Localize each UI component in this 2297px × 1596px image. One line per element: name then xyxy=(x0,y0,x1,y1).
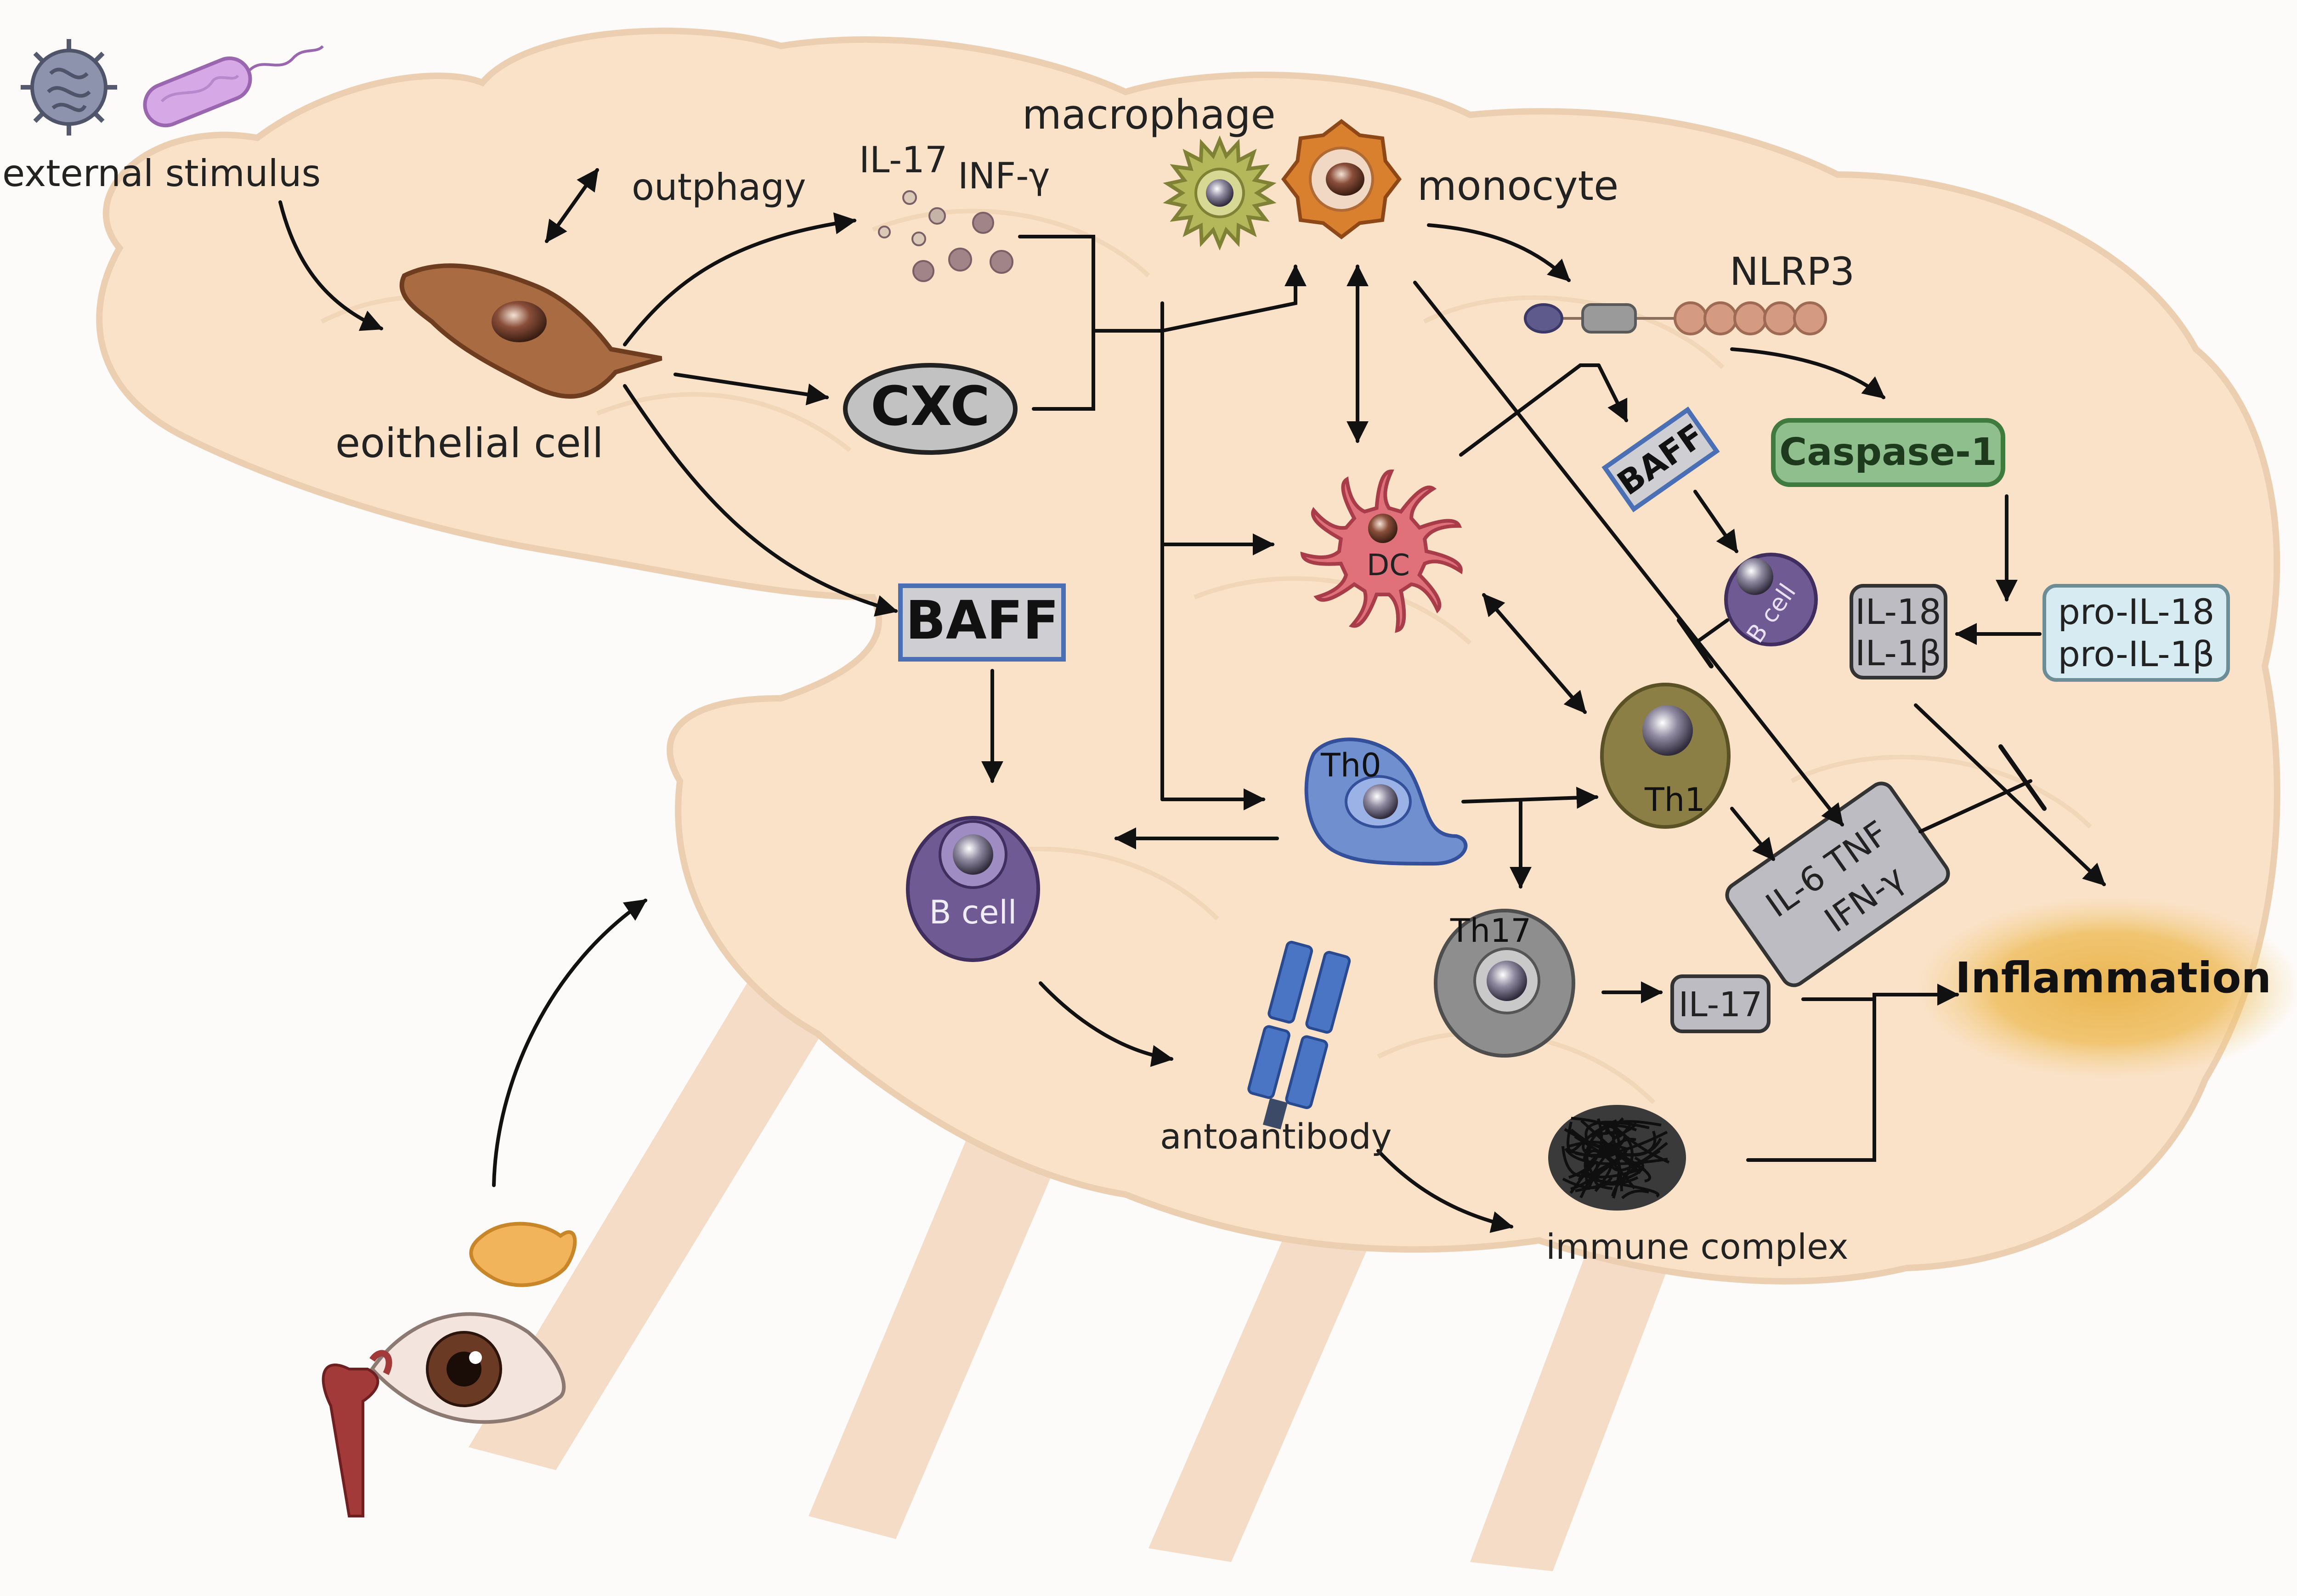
tangle-strand xyxy=(1584,1121,1650,1141)
b-cell-main-label: B cell xyxy=(929,894,1017,931)
gland-outline xyxy=(96,28,2280,1285)
tangle-strand xyxy=(1587,1164,1612,1192)
inflammation-glow xyxy=(1916,896,2297,1080)
cytokine-dots xyxy=(878,190,1013,282)
bacterium-icon xyxy=(143,45,324,128)
tangle-strand xyxy=(1594,1154,1628,1190)
tangle-strand xyxy=(1567,1141,1621,1199)
tangle-strand xyxy=(1621,1189,1649,1200)
immune-complex-icon xyxy=(1548,1105,1686,1211)
macrophage-label: macrophage xyxy=(1022,91,1276,138)
pro-il18-box xyxy=(2042,584,2230,682)
nlrp3-label: NLRP3 xyxy=(1730,249,1855,294)
il17-top-label: IL-17 xyxy=(859,140,948,181)
macrophage-icon xyxy=(1163,135,1277,251)
epithelial-cell-label: eoithelial cell xyxy=(335,419,604,467)
tangle-strand xyxy=(1568,1118,1603,1179)
th1-cell-icon xyxy=(1600,683,1731,829)
tangle-strand xyxy=(1570,1128,1617,1148)
il6-tnf-box xyxy=(1725,781,1950,987)
external-stimulus-label: external stimulus xyxy=(2,152,321,195)
baff-small-box xyxy=(1601,406,1720,513)
il18-label: IL-18 xyxy=(1855,591,1941,632)
nlrp3-icon xyxy=(1524,301,1827,335)
eye-icon xyxy=(322,1222,577,1517)
th1-label: Th1 xyxy=(1644,781,1705,819)
tangle-strand xyxy=(1617,1152,1651,1183)
monocyte-icon xyxy=(1281,119,1402,240)
cxc-label: CXC xyxy=(871,374,990,438)
epithelial-cell-icon xyxy=(399,263,662,399)
dendritic-cell-icon xyxy=(1300,470,1463,633)
th17-label: Th17 xyxy=(1450,912,1531,950)
il1b-label: IL-1β xyxy=(1855,633,1941,673)
monocyte-label: monocyte xyxy=(1417,162,1618,209)
th17-cell-icon xyxy=(1434,909,1575,1058)
tangle-strand xyxy=(1567,1121,1584,1152)
immune-complex-label: immune complex xyxy=(1546,1226,1849,1267)
il18-il1b-box xyxy=(1850,584,1947,679)
tangle-strand xyxy=(1583,1124,1637,1160)
il17-bottom-box xyxy=(1670,974,1771,1033)
caspase1-label: Caspase-1 xyxy=(1779,430,1997,474)
inflammation-label: Inflammation xyxy=(1955,953,2271,1002)
cxc-node xyxy=(843,363,1018,455)
caspase1-box xyxy=(1771,418,2005,487)
pro-il18-label: pro-IL-18 xyxy=(2058,591,2215,632)
virus-icon xyxy=(21,39,117,136)
il17-bottom-label: IL-17 xyxy=(1679,985,1763,1024)
baff-main-label: BAFF xyxy=(905,590,1059,651)
baff-main-box xyxy=(898,583,1066,662)
b-cell-small-icon xyxy=(1724,553,1818,646)
autoantibody-label: antoantibody xyxy=(1160,1116,1392,1157)
tangle-strand xyxy=(1605,1120,1662,1135)
b-cell-main-icon xyxy=(906,816,1040,962)
pro-il1b-label: pro-IL-1β xyxy=(2058,634,2215,674)
arrows xyxy=(278,168,2106,1233)
tangle-strand xyxy=(1600,1131,1657,1156)
outphagy-label: outphagy xyxy=(632,166,806,209)
th0-label: Th0 xyxy=(1320,747,1381,784)
text-labels: external stimulus outphagy IL-17 INF-γ m… xyxy=(2,91,2271,1267)
th0-cell-icon xyxy=(1304,737,1468,866)
dc-label: DC xyxy=(1367,549,1410,583)
autoantibody-icon xyxy=(1247,940,1351,1130)
inf-gamma-label: INF-γ xyxy=(958,156,1050,197)
tangle-strand xyxy=(1564,1148,1668,1166)
